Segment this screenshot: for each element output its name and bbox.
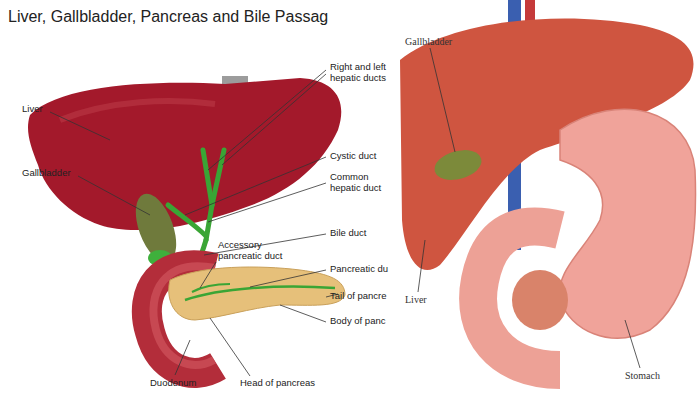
part-label: Gallbladder <box>405 36 452 48</box>
part-label: Duodenum <box>150 378 196 389</box>
leader-lines <box>418 48 640 368</box>
pancreatic-duct <box>185 287 335 301</box>
leader-line <box>208 70 326 170</box>
leader-line <box>208 183 326 222</box>
leader-lines <box>50 70 338 376</box>
accessory-duct <box>192 284 230 292</box>
liver-highlight <box>60 101 215 120</box>
part-label: Liver <box>405 294 427 306</box>
leader-line <box>78 176 150 215</box>
leader-line <box>210 318 250 376</box>
panel-ground <box>393 0 700 400</box>
part-label: Tail of pancre <box>330 291 387 302</box>
stomach-shape <box>559 109 695 338</box>
leader-line <box>200 262 216 288</box>
part-label: Right and left hepatic ducts <box>330 62 396 84</box>
part-label: Liver <box>22 104 43 115</box>
pancreas-detail <box>512 270 568 330</box>
part-label: Head of pancreas <box>240 378 315 389</box>
leader-line <box>418 240 425 292</box>
part-label: Body of panc <box>330 316 385 327</box>
part-label: Accessory pancreatic duct <box>218 240 298 262</box>
leader-line <box>175 340 190 375</box>
gallbladder-shape <box>431 145 485 184</box>
part-label: Stomach <box>625 370 660 382</box>
leader-line <box>280 305 326 322</box>
cystic-duct <box>168 205 206 236</box>
left-illustration <box>28 70 345 376</box>
leader-line <box>50 112 110 140</box>
leader-line <box>625 320 640 368</box>
liver-shape <box>28 78 341 230</box>
part-label: Common hepatic duct <box>330 172 390 194</box>
part-label: Bile duct <box>330 228 366 239</box>
part-label: Cystic duct <box>330 151 376 162</box>
leader-line <box>430 48 455 152</box>
leader-line <box>222 74 326 165</box>
part-label: Gallbladder <box>22 168 71 179</box>
diagram-title: Liver, Gallbladder, Pancreas and Bile Pa… <box>8 8 328 26</box>
right-illustration <box>393 0 700 400</box>
pancreas-shape <box>169 267 345 320</box>
part-label: Pancreatic du <box>330 264 388 275</box>
hepatic-duct <box>203 150 212 205</box>
leader-line <box>250 270 326 287</box>
